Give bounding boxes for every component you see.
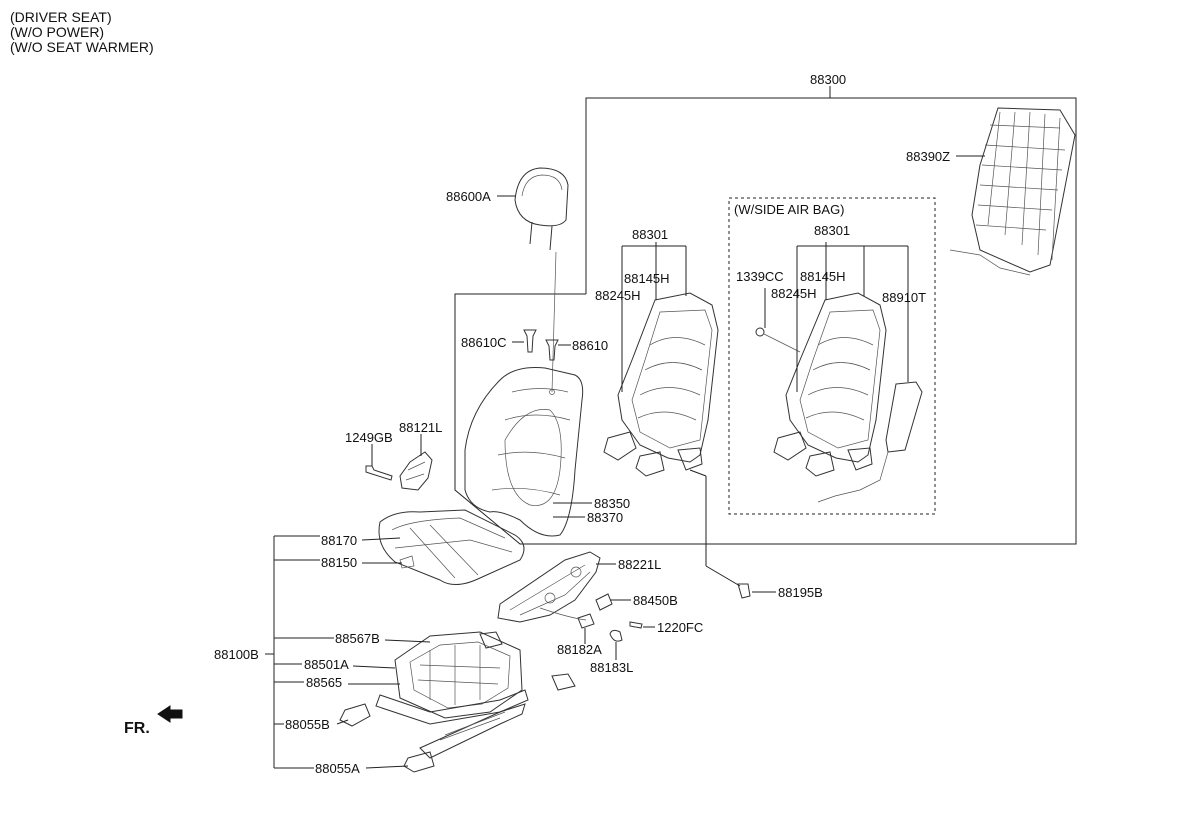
front-direction-label: FR. [124, 720, 150, 737]
label-88170: 88170 [321, 533, 357, 548]
leader-88195B-upper [689, 469, 707, 477]
leader-88501A [352, 665, 396, 669]
headrest-axis-line [551, 251, 557, 393]
leader-88567B [384, 639, 431, 643]
seat-track-frame-part [339, 631, 576, 773]
seatback-frame-part [603, 292, 719, 477]
label-88055A: 88055A [315, 761, 360, 776]
front-arrow-icon [157, 705, 183, 723]
label-88145H-b: 88145H [800, 269, 846, 284]
header-driver-seat: (DRIVER SEAT) [10, 9, 112, 25]
seat-cushion-part [378, 509, 525, 585]
label-88370: 88370 [587, 510, 623, 525]
label-88245H-a: 88245H [595, 288, 641, 303]
label-88610C: 88610C [461, 335, 507, 350]
label-88567B: 88567B [335, 631, 380, 646]
label-88183L: 88183L [590, 660, 633, 675]
leader-88170 [361, 537, 401, 541]
label-88100B: 88100B [214, 647, 259, 662]
header-wo-power: (W/O POWER) [10, 24, 104, 40]
label-88450B: 88450B [633, 593, 678, 608]
label-88600A: 88600A [446, 189, 491, 204]
label-side-airbag: (W/SIDE AIR BAG) [734, 202, 845, 217]
label-88055B: 88055B [285, 717, 330, 732]
seatback-assembly-outline [454, 97, 1077, 545]
label-1220FC: 1220FC [657, 620, 703, 635]
label-88610: 88610 [572, 338, 608, 353]
label-88350: 88350 [594, 496, 630, 511]
label-88300: 88300 [810, 72, 846, 87]
label-88910T: 88910T [882, 290, 926, 305]
label-88301-b: 88301 [814, 223, 850, 238]
headrest-part [514, 167, 569, 251]
label-1249GB: 1249GB [345, 430, 393, 445]
headrest-guide-part [523, 329, 559, 361]
label-88390Z: 88390Z [906, 149, 950, 164]
label-88195B: 88195B [778, 585, 823, 600]
seatback-cushion-part [464, 367, 584, 537]
label-88145H-a: 88145H [624, 271, 670, 286]
header-wo-seat-warmer: (W/O SEAT WARMER) [10, 39, 154, 55]
bolt-88195B-part [737, 583, 751, 599]
label-88501A: 88501A [304, 657, 349, 672]
recliner-cover-part [365, 451, 433, 491]
side-airbag-box [728, 197, 936, 515]
label-88301-a: 88301 [632, 227, 668, 242]
label-88221L: 88221L [618, 557, 661, 572]
seatback-frame-airbag-part [755, 292, 923, 503]
side-shield-part [497, 551, 643, 642]
label-88121L: 88121L [399, 420, 442, 435]
label-88182A: 88182A [557, 642, 602, 657]
label-1339CC: 1339CC [736, 269, 784, 284]
leader-88055B [336, 719, 349, 725]
label-88150: 88150 [321, 555, 357, 570]
leader-88055A [365, 765, 409, 769]
leader-88195B-diag [705, 565, 741, 587]
back-cover-part [949, 107, 1076, 276]
label-88565: 88565 [306, 675, 342, 690]
label-88245H-b: 88245H [771, 286, 817, 301]
